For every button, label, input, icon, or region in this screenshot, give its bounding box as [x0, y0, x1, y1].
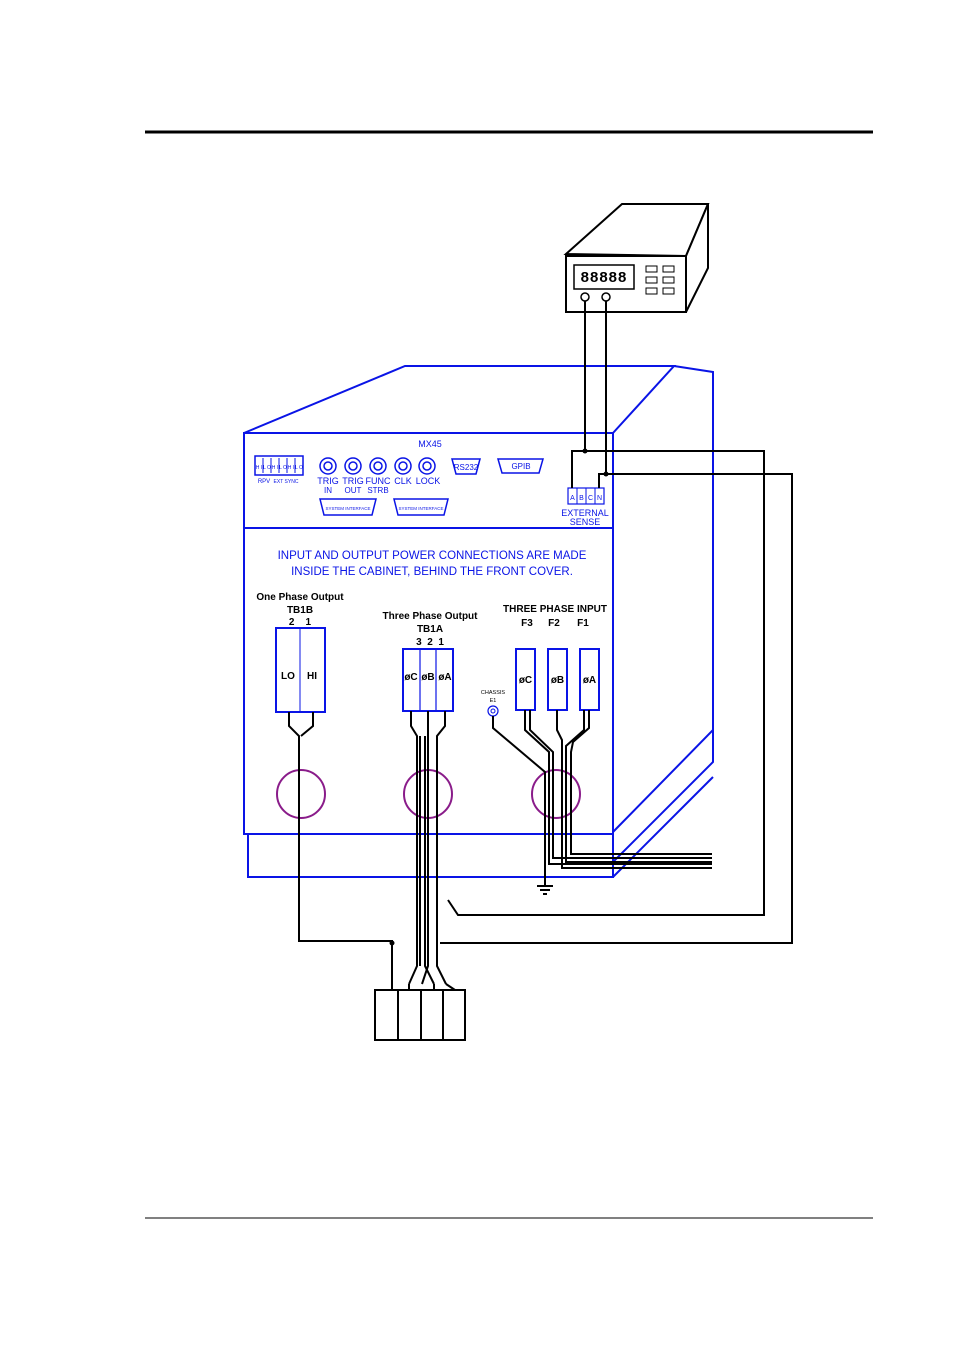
in-phase-c: øC: [519, 675, 532, 686]
meter-input-left: [580, 292, 590, 302]
tb1a-terminal-block: [402, 648, 454, 712]
system-interface-1: SYSTEM INTERFACE: [319, 498, 377, 516]
sync-pin-5: H I: [288, 465, 294, 471]
model-label: MX45: [418, 439, 442, 449]
one-phase-numbers: 2 1: [289, 617, 312, 628]
sense-b: B: [579, 495, 584, 502]
bnc-label-trig-in-1: TRIG: [317, 476, 339, 486]
external-sense-label-2: SENSE: [570, 517, 601, 527]
sense-a: A: [570, 495, 575, 502]
system-interface-1-label: SYSTEM INTERFACE: [325, 506, 370, 511]
sync-pin-4: L O: [279, 465, 287, 471]
tb1b-terminal-block: [275, 627, 326, 713]
in-phase-b: øB: [551, 675, 564, 686]
bnc-label-trig-out-1: TRIG: [342, 476, 364, 486]
sense-c: C: [588, 495, 593, 502]
three-phase-in-title: THREE PHASE INPUT: [503, 604, 607, 615]
sense-n: N: [597, 495, 602, 502]
gpib-port: GPIB: [497, 458, 544, 474]
bnc-label-clk: CLK: [394, 476, 412, 486]
sync-connector: H I L O H I L O H I L O RPV EXT SYNC: [254, 455, 304, 485]
voltmeter: 88888: [563, 203, 710, 313]
meter-buttons: [645, 265, 675, 295]
junction-dots: [389, 448, 609, 946]
bnc-connectors: [319, 457, 436, 475]
sync-pin-2: L O: [263, 465, 271, 471]
three-phase-out-title: Three Phase Output: [382, 611, 478, 622]
rs232-port: RS232: [451, 458, 481, 475]
load-terminal-block: [374, 966, 466, 1041]
rpv-label: RPV: [258, 479, 270, 485]
feed-f3: F3: [521, 618, 533, 629]
out-phase-a: øA: [438, 672, 451, 683]
out-phase-c: øC: [404, 672, 417, 683]
bnc-label-trig-out-2: OUT: [345, 486, 362, 495]
one-phase-block: TB1B: [287, 605, 313, 616]
system-interface-2: SYSTEM INTERFACE: [393, 498, 449, 516]
gpib-label: GPIB: [511, 462, 530, 471]
chassis-label-2: E1: [490, 698, 497, 704]
external-sense-block: A B C N EXTERNAL SENSE: [561, 487, 609, 527]
out-phase-b: øB: [421, 672, 434, 683]
meter-display-text: 88888: [581, 269, 628, 286]
notice-line-1: INPUT AND OUTPUT POWER CONNECTIONS ARE M…: [278, 550, 587, 562]
wiring: [288, 301, 793, 985]
feed-f2: F2: [548, 618, 560, 629]
ext-sync-label: EXT SYNC: [274, 479, 299, 485]
one-phase-title: One Phase Output: [256, 592, 344, 603]
terminal-hi: HI: [307, 671, 317, 682]
rs232-label: RS232: [454, 463, 479, 472]
ferrite-ring-one-phase: [276, 769, 326, 819]
sync-pin-1: H I: [256, 465, 262, 471]
sync-pin-3: H I: [272, 465, 278, 471]
meter-display: [573, 264, 635, 290]
meter-input-right: [601, 292, 611, 302]
system-interface-2-label: SYSTEM INTERFACE: [398, 506, 443, 511]
bnc-label-func-2: STRB: [367, 486, 388, 495]
chassis-ground-stud: [487, 705, 499, 717]
sync-pin-6: L O: [295, 465, 303, 471]
three-phase-out-numbers: 3 2 1: [416, 637, 444, 648]
notice-line-2: INSIDE THE CABINET, BEHIND THE FRONT COV…: [291, 566, 573, 578]
feed-f1: F1: [577, 618, 589, 629]
bnc-label-lock: LOCK: [416, 476, 441, 486]
in-phase-a: øA: [583, 675, 596, 686]
bnc-label-func-1: FUNC: [366, 476, 391, 486]
three-phase-out-block: TB1A: [417, 624, 443, 635]
chassis-label-1: CHASSIS: [481, 690, 505, 696]
ferrite-ring-three-phase-input: [531, 769, 581, 819]
external-sense-label-1: EXTERNAL: [561, 508, 609, 518]
terminal-lo: LO: [281, 671, 295, 682]
bnc-label-trig-in-2: IN: [324, 486, 332, 495]
cabinet-outline: [243, 365, 714, 878]
